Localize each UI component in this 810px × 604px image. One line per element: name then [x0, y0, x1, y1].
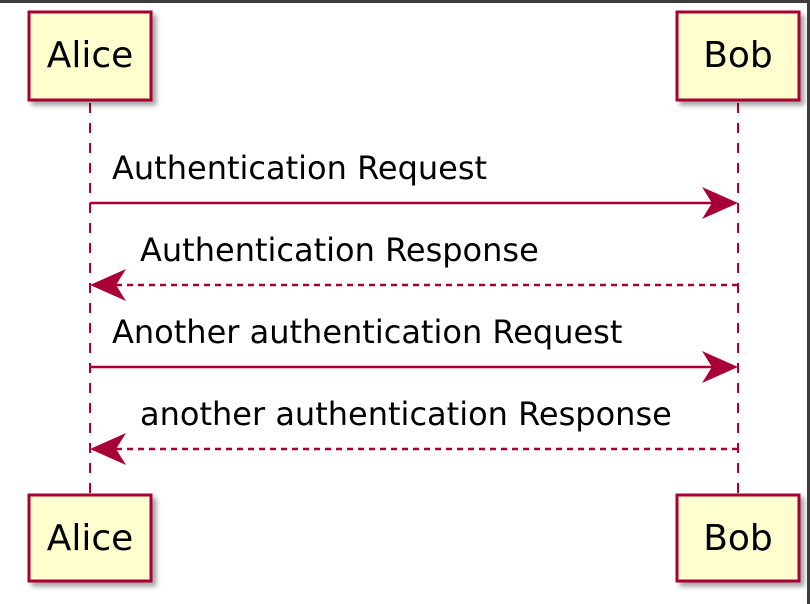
bob-bottom-label: Bob	[703, 518, 773, 559]
arrowhead-right	[702, 351, 738, 383]
alice-bottom-label: Alice	[47, 518, 134, 559]
message-another-authentication-response: another authentication Response	[90, 395, 738, 465]
arrowhead-left	[90, 269, 126, 301]
participant-bob-top: Bob	[675, 10, 801, 102]
message-label: Authentication Response	[140, 231, 539, 269]
message-authentication-response: Authentication Response	[90, 231, 738, 301]
message-label: Authentication Request	[112, 149, 487, 187]
message-label: Another authentication Request	[112, 313, 622, 351]
message-another-authentication-request: Another authentication Request	[90, 313, 738, 383]
message-authentication-request: Authentication Request	[90, 149, 738, 219]
message-label: another authentication Response	[140, 395, 672, 433]
bob-top-label: Bob	[703, 35, 773, 76]
arrowhead-left	[90, 433, 126, 465]
participant-bob-bottom: Bob	[675, 493, 801, 583]
participant-alice-top: Alice	[27, 10, 153, 102]
alice-top-label: Alice	[47, 35, 134, 76]
participant-alice-bottom: Alice	[27, 493, 153, 583]
arrowhead-right	[702, 187, 738, 219]
sequence-diagram: Alice Bob Authentication Request Authent…	[27, 10, 801, 583]
